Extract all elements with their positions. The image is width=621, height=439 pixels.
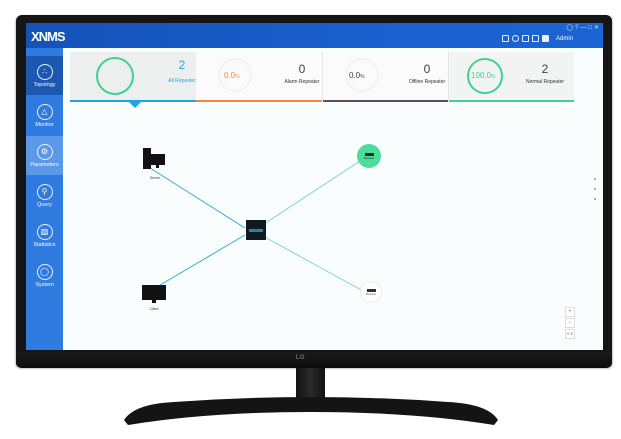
sidebar-item-label: Topology [33,81,56,88]
monitor-stand-icon [156,165,159,168]
offline-bar [323,100,448,102]
hub-device-icon [249,228,263,232]
normal-unit: % [491,74,496,80]
all-bar [70,100,196,102]
zoom-out-button[interactable]: − [565,318,575,328]
sidebar-item-monitor[interactable]: △ Monitor [26,96,63,135]
sidebar-item-topology[interactable]: ∴ Topology [26,56,63,95]
zoom-controls: + − 0.5 [565,307,575,340]
normal-label: Normal Repeater [525,79,565,85]
help-icon[interactable]: ? [575,25,579,31]
sidebar-item-label: Query [37,201,52,208]
node-server[interactable] [143,148,167,170]
node-repeater-normal[interactable]: Repeater [357,144,381,168]
toolbar: Admin [501,35,573,42]
side-scroll-indicator[interactable] [594,178,596,208]
alarm-ring [218,58,252,92]
user-name[interactable]: Admin [555,35,573,42]
sidebar: ∴ Topology △ Monitor ⚙ Parameters ⚲ Quer… [26,48,63,350]
alarm-bar [196,100,322,102]
stat-card-offline[interactable]: 0.0% 0 Offline Repeater [322,52,448,102]
topology-links [149,160,364,292]
sidebar-item-label: Monitor [35,121,54,128]
sidebar-item-statistics[interactable]: ▧ Statistics [26,216,63,255]
server-monitor-icon [150,154,165,165]
offline-label: Offline Repeater [408,79,446,85]
app-window: XNMS ◯ ? — □ ✕ Admin ∴ Topology [26,23,603,350]
node-client[interactable] [142,285,166,305]
all-count: 2 [178,58,186,72]
node-label-server: Server [149,176,161,180]
zoom-level: 0.5 [565,329,575,339]
normal-bar [449,100,574,102]
topology-icon: ∴ [36,63,53,80]
offline-percent: 0.0 [349,71,361,80]
title-bar: XNMS ◯ ? — □ ✕ Admin [26,23,603,48]
normal-percent: 100.0 [471,71,492,80]
parameters-icon: ⚙ [36,143,53,160]
selected-card-pointer [129,102,141,108]
close-button[interactable]: ✕ [593,25,599,31]
sidebar-item-label: Parameters [30,161,59,168]
normal-count: 2 [541,62,549,76]
window-controls: ◯ ? — □ ✕ [566,25,599,32]
sidebar-item-query[interactable]: ⚲ Query [26,176,63,215]
message-icon[interactable] [501,35,509,42]
sidebar-item-system[interactable]: ◯ System [26,256,63,295]
monitor-brand-logo: LG [296,355,306,361]
alarm-label: Alarm Repeater [284,79,320,85]
system-icon: ◯ [36,263,53,280]
monitor-chin [16,352,612,368]
app-logo: XNMS [31,29,66,44]
topology-canvas[interactable]: Server Client Repeater Repeater [63,113,603,350]
repeater-icon [366,288,376,292]
alarm-unit: % [235,74,240,80]
sidebar-item-parameters[interactable]: ⚙ Parameters [26,136,63,175]
sidebar-item-label: System [35,281,54,288]
stat-card-alarm[interactable]: 0.0% 0 Alarm Repeater [196,52,322,102]
user-settings-icon[interactable] [521,35,529,42]
all-ring [96,57,134,95]
client-monitor-icon [142,285,166,300]
repeater-icon [364,152,374,156]
stat-card-all[interactable]: 2 All Repeater [70,52,196,102]
zoom-in-button[interactable]: + [565,307,575,317]
search-settings-icon[interactable] [511,35,519,42]
user-icon[interactable] [541,35,549,42]
alarm-count: 0 [298,62,306,76]
node-label-repeater: Repeater [365,292,377,296]
sidebar-item-label: Statistics [33,241,56,248]
statistics-icon: ▧ [36,223,53,240]
query-icon: ⚲ [36,183,53,200]
edit-icon[interactable] [531,35,539,42]
stats-bar: 2 All Repeater 0.0% 0 Alarm Repeater 0.0… [70,52,574,102]
offline-ring [345,58,379,92]
node-hub[interactable] [246,220,266,240]
offline-unit: % [360,74,365,80]
all-label: All Repeater [168,78,196,84]
offline-count: 0 [423,62,431,76]
monitor-stand [124,397,498,425]
normal-ring [467,58,503,94]
server-tower-icon [143,148,151,169]
warning-icon: △ [36,103,53,120]
minimize-button[interactable]: — [580,25,587,31]
node-label-repeater: Repeater [363,156,375,160]
maximize-button[interactable]: □ [588,25,592,31]
node-repeater-offline[interactable]: Repeater [360,281,382,303]
lock-icon[interactable]: ◯ [566,25,573,31]
monitor-stand-icon [152,300,156,303]
node-label-client: Client [149,307,159,311]
stat-card-normal[interactable]: 100.0% 2 Normal Repeater [448,52,574,102]
alarm-percent: 0.0 [224,71,236,80]
